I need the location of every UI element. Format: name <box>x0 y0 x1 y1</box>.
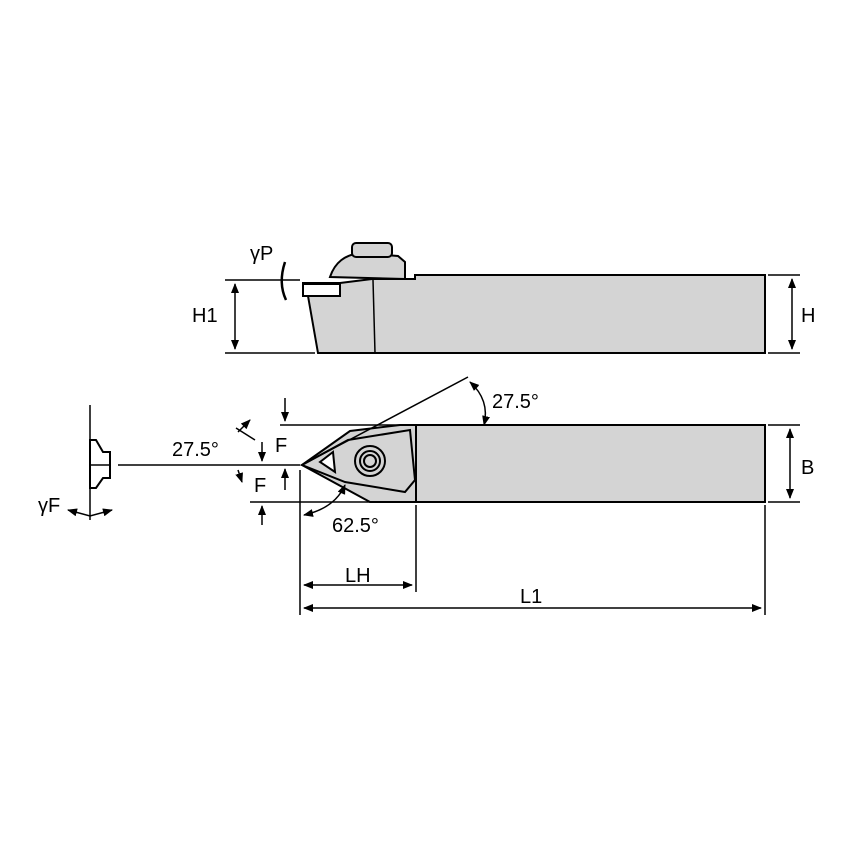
f-lower-label: F <box>254 475 266 497</box>
gamma-p-arc <box>280 261 288 301</box>
angle-bottom-label: 62.5° <box>332 515 379 537</box>
clamp-screw-head <box>351 242 393 258</box>
gamma-f-label: γF <box>38 495 60 517</box>
angle-arc-bottom <box>303 484 346 517</box>
l1-label: L1 <box>520 586 542 608</box>
f-upper-label: F <box>275 435 287 457</box>
rake-section-view <box>67 405 113 520</box>
insert-side <box>302 283 341 297</box>
h-label: H <box>801 305 815 327</box>
side-view <box>225 242 800 354</box>
holder-body-side <box>302 274 766 354</box>
angle-left-label: 27.5° <box>172 439 219 461</box>
angle-top-label: 27.5° <box>492 391 539 413</box>
angle-arc-top <box>469 381 490 426</box>
clamp <box>328 251 406 281</box>
h1-label: H1 <box>192 305 218 327</box>
top-view <box>118 376 800 615</box>
b-label: B <box>801 457 814 479</box>
gamma-p-label: γP <box>250 243 273 265</box>
holder-body-top <box>415 424 766 503</box>
lh-label: LH <box>345 565 371 587</box>
